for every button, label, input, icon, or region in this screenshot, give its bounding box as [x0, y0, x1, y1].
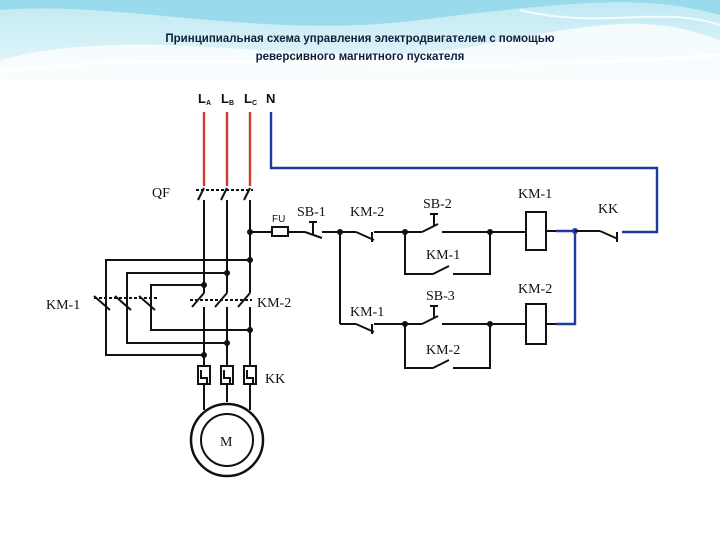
- kk-power-label: KK: [265, 372, 285, 387]
- km1-coil-label: KM-1: [518, 187, 552, 202]
- fu-fuse: [271, 226, 305, 237]
- phase-label-a: LA: [198, 91, 211, 107]
- qf-breaker: [196, 187, 253, 201]
- km2-interlock-label: KM-2: [350, 205, 384, 220]
- coils: [525, 211, 547, 345]
- phase-label-b: LB: [221, 91, 234, 107]
- km2-coil: [525, 303, 547, 345]
- km1-power-contacts: [93, 294, 158, 311]
- header-banner: Принципиальная схема управления электрод…: [0, 0, 720, 80]
- sb3-label: SB-3: [426, 289, 455, 304]
- title-line-1: Принципиальная схема управления электрод…: [165, 33, 555, 45]
- control-wiring: [339, 213, 526, 369]
- neutral-label: N: [266, 91, 275, 106]
- motor-label: M: [220, 435, 233, 450]
- fu-label: FU: [272, 214, 285, 225]
- sb2-label: SB-2: [423, 197, 452, 212]
- sb1-label: SB-1: [297, 205, 326, 220]
- kk-control-contact: [575, 230, 619, 242]
- km1-holding-label: KM-1: [426, 248, 460, 263]
- neutral-line: [269, 112, 659, 326]
- kk-thermal-relay: [197, 365, 257, 410]
- power-wires: [203, 200, 272, 293]
- title-line-2: реверсивного магнитного пускателя: [255, 51, 465, 63]
- km2-holding-label: KM-2: [426, 343, 460, 358]
- kk-control-label: KK: [598, 202, 618, 217]
- phase-label-c: LC: [244, 91, 257, 107]
- km1-power-label: KM-1: [46, 298, 80, 313]
- km2-power-label: KM-2: [257, 296, 291, 311]
- km1-coil: [525, 211, 547, 251]
- phase-supply-lines: [202, 112, 252, 186]
- sb1-stop-button: [304, 221, 340, 239]
- km1-interlock-label: KM-1: [350, 305, 384, 320]
- km2-coil-label: KM-2: [518, 282, 552, 297]
- header-wave-graphic: [0, 0, 720, 80]
- motor-symbol: [189, 402, 265, 478]
- qf-label: QF: [152, 186, 170, 201]
